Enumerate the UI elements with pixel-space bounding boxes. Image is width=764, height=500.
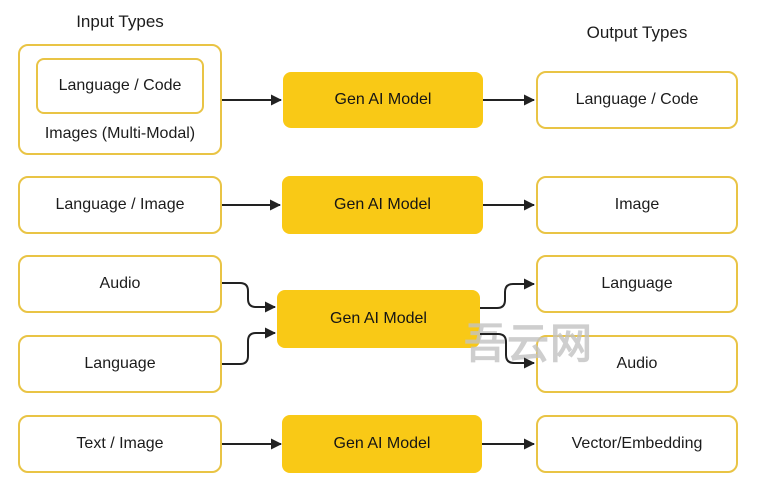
input-box-text-image: Text / Image — [18, 415, 222, 473]
input-box-language: Language — [18, 335, 222, 393]
output-types-label: Output Types — [586, 23, 688, 42]
input-types-label: Input Types — [76, 12, 164, 31]
output-box-language-code: Language / Code — [536, 71, 738, 129]
arrow-row3-model-to-language — [480, 278, 535, 309]
input-box-language-code: Language / Code — [36, 58, 204, 114]
input-box-language-image: Language / Image — [18, 176, 222, 234]
arrow-row3-language-to-model — [222, 327, 276, 365]
input-box-audio: Audio — [18, 255, 222, 313]
gen-ai-model-box-row3: Gen AI Model — [277, 290, 480, 348]
multimodal-caption: Images (Multi-Modal) — [44, 124, 196, 142]
arrow-row3-audio-to-model — [222, 282, 276, 313]
output-box-vector-embedding: Vector/Embedding — [536, 415, 738, 473]
gen-ai-model-box-row1: Gen AI Model — [283, 72, 483, 128]
output-box-image: Image — [536, 176, 738, 234]
gen-ai-model-box-row2: Gen AI Model — [282, 176, 483, 234]
output-box-language: Language — [536, 255, 738, 313]
site-watermark: 吾云网 — [464, 320, 594, 367]
output-box-audio: Audio — [536, 335, 738, 393]
gen-ai-model-box-row4: Gen AI Model — [282, 415, 482, 473]
multimodal-input-group-box: Language / Code Images (Multi-Modal) — [18, 44, 222, 155]
